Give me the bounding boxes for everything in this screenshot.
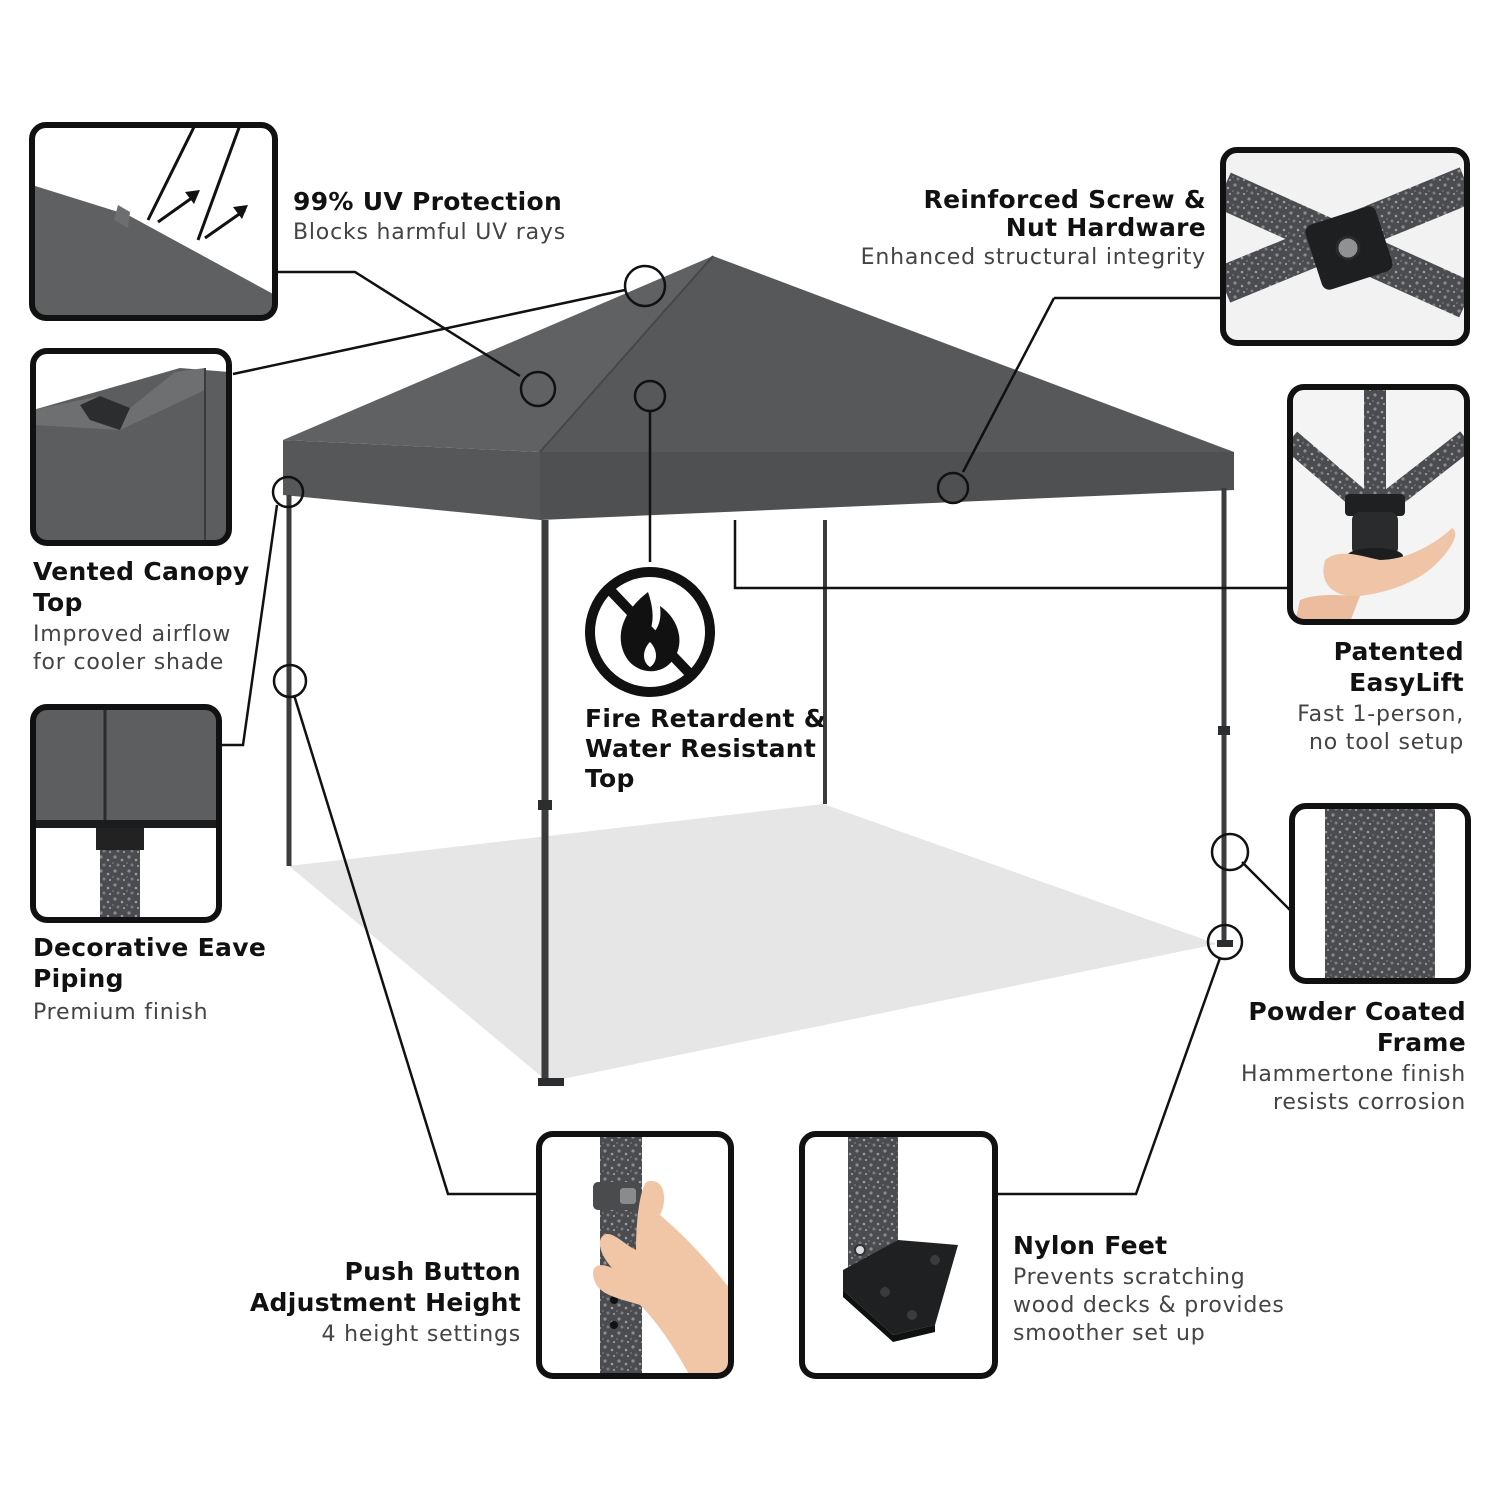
- vented-inset-image: [30, 348, 232, 546]
- feet-inset-image: [799, 1131, 998, 1379]
- eave-inset-image: [30, 704, 222, 923]
- canopy-valance-left: [283, 440, 540, 520]
- feature-vented-desc: Improved airflow for cooler shade: [33, 622, 232, 675]
- feature-hardware: Reinforced Screw & Nut Hardware Enhanced…: [861, 186, 1206, 272]
- feature-push-desc: 4 height settings: [321, 1322, 521, 1347]
- canopy-tent: [283, 255, 1234, 1086]
- feature-nylon: Nylon Feet Prevents scratching wood deck…: [1013, 1230, 1285, 1348]
- canopy-valance-right: [540, 452, 1234, 520]
- feature-vented-title: Vented Canopy Top: [33, 557, 250, 617]
- powder-inset-image: [1289, 803, 1471, 984]
- feature-uv-title: 99% UV Protection: [293, 187, 563, 216]
- feature-fire: Fire Retardent & Water Resistant Top: [585, 704, 826, 794]
- feature-eave-title: Decorative Eave Piping: [33, 933, 267, 993]
- hardware-inset-image: [1220, 147, 1470, 346]
- feature-hardware-desc: Enhanced structural integrity: [860, 245, 1206, 270]
- feature-easylift-desc: Fast 1-person, no tool setup: [1297, 702, 1464, 755]
- feature-powder-desc: Hammertone finish resists corrosion: [1241, 1062, 1466, 1115]
- feature-eave: Decorative Eave Piping Premium finish: [33, 932, 266, 1027]
- ground-shadow: [289, 804, 1217, 1082]
- feature-push-title: Push Button Adjustment Height: [249, 1257, 521, 1317]
- feature-fire-title: Fire Retardent & Water Resistant Top: [585, 704, 826, 793]
- easylift-inset-image: [1287, 384, 1470, 625]
- feature-push: Push Button Adjustment Height 4 height s…: [250, 1256, 521, 1349]
- no-fire-icon: [585, 567, 715, 697]
- feature-powder-title: Powder Coated Frame: [1248, 997, 1466, 1057]
- callout-lines: [222, 264, 1293, 1196]
- uv-inset-image: [29, 122, 278, 321]
- feature-nylon-desc: Prevents scratching wood decks & provide…: [1013, 1265, 1285, 1346]
- feature-uv: 99% UV Protection Blocks harmful UV rays: [293, 186, 566, 247]
- feature-hardware-title: Reinforced Screw & Nut Hardware: [923, 185, 1206, 242]
- canopy-right-face: [540, 256, 1234, 452]
- feature-vented: Vented Canopy Top Improved airflow for c…: [33, 556, 250, 677]
- feature-easylift-title: Patented EasyLift: [1333, 637, 1464, 697]
- feature-easylift: Patented EasyLift Fast 1-person, no tool…: [1297, 636, 1464, 757]
- feature-uv-desc: Blocks harmful UV rays: [293, 220, 567, 245]
- feature-nylon-title: Nylon Feet: [1013, 1231, 1168, 1260]
- canopy-left-face: [283, 256, 713, 452]
- feature-eave-desc: Premium finish: [33, 1000, 209, 1025]
- push-inset-image: [536, 1131, 734, 1379]
- feature-powder: Powder Coated Frame Hammertone finish re…: [1241, 996, 1466, 1117]
